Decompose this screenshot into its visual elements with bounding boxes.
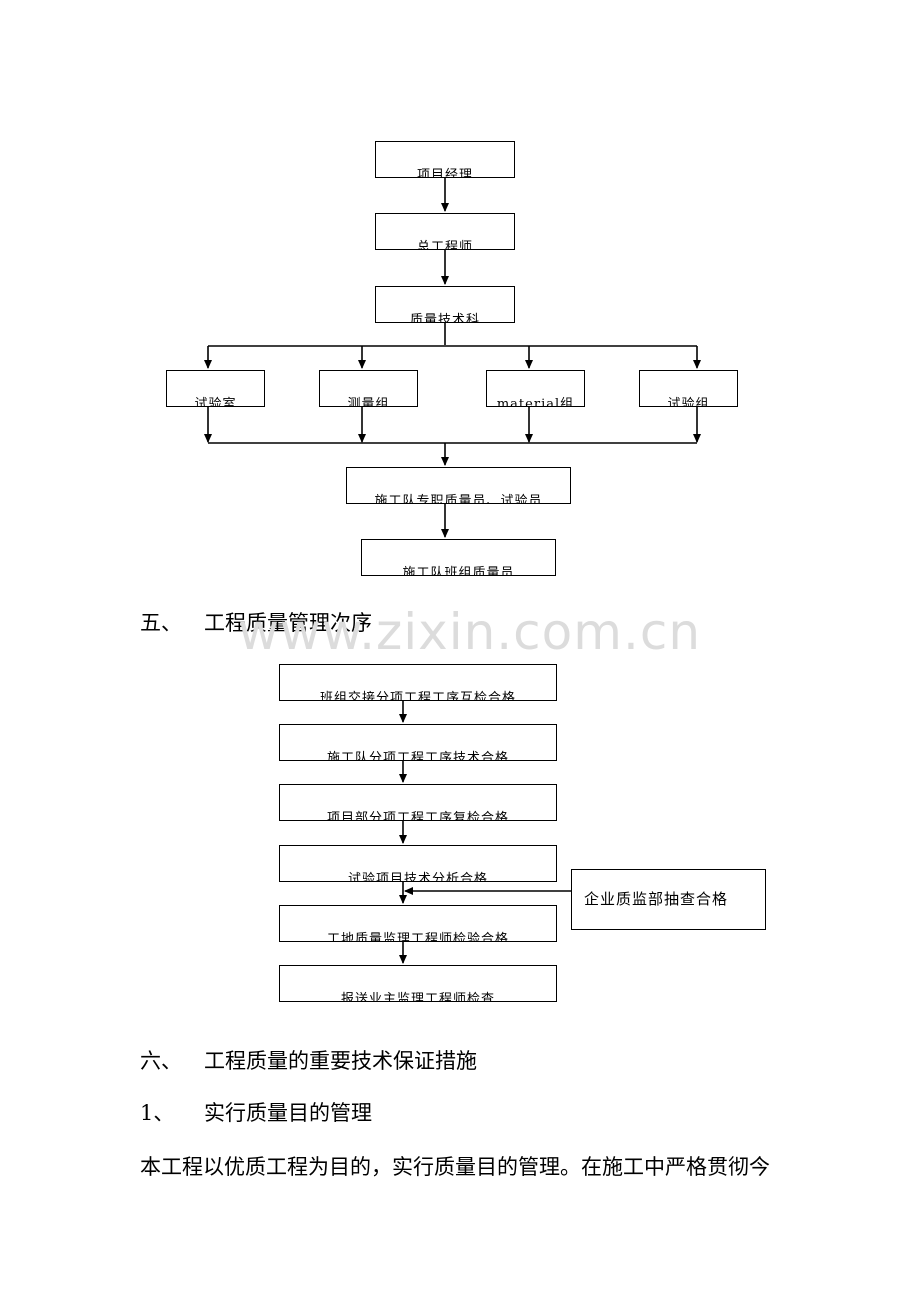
chart1-branch-2: 测量组 (319, 370, 418, 407)
subsection-1-title: 实行质量目的管理 (204, 1101, 372, 1125)
watermark: www.zixin.com.cn (238, 603, 702, 661)
section-6-number: 六、 (140, 1049, 182, 1073)
chart1-branch-3: material组 (486, 370, 585, 407)
chart1-branch-1: 试验室 (166, 370, 265, 407)
chart1-branch-4: 试验组 (639, 370, 738, 407)
subsection-1-number: 1、 (140, 1101, 175, 1125)
chart1-box-team-quality-staff: 施工队专职质量员、试验员 (346, 467, 571, 504)
chart2-step-5: 工地质量监理工程师检验合格 (279, 905, 557, 942)
section-5-title: 工程质量管理次序 (204, 611, 372, 635)
section-5-number: 五、 (140, 611, 182, 635)
chart2-step-4: 试验项目技术分析合格 (279, 845, 557, 882)
section-6-title: 工程质量的重要技术保证措施 (204, 1049, 477, 1073)
subsection-1-heading: 1、 实行质量目的管理 (140, 1097, 372, 1127)
section-5-heading: 五、工程质量管理次序 (140, 607, 372, 637)
chart2-side-box-enterprise-inspection: 企业质监部抽查合格 (571, 869, 766, 930)
section-6-heading: 六、工程质量的重要技术保证措施 (140, 1045, 477, 1075)
chart2-step-1: 班组交接分项工程工序互检合格 (279, 664, 557, 701)
chart2-step-2: 施工队分项工程工序技术合格 (279, 724, 557, 761)
chart1-box-quality-tech-dept: 质量技术科 (375, 286, 515, 323)
chart1-box-chief-engineer: 总工程师 (375, 213, 515, 250)
chart1-box-project-manager: 项目经理 (375, 141, 515, 178)
chart1-box-group-quality-staff: 施工队班组质量员 (361, 539, 556, 576)
chart2-step-6: 报送业主监理工程师检查 (279, 965, 557, 1002)
body-paragraph: 本工程以优质工程为目的，实行质量目的管理。在施工中严格贯彻今 (140, 1155, 770, 1179)
chart2-step-3: 项目部分项工程工序复检合格 (279, 784, 557, 821)
